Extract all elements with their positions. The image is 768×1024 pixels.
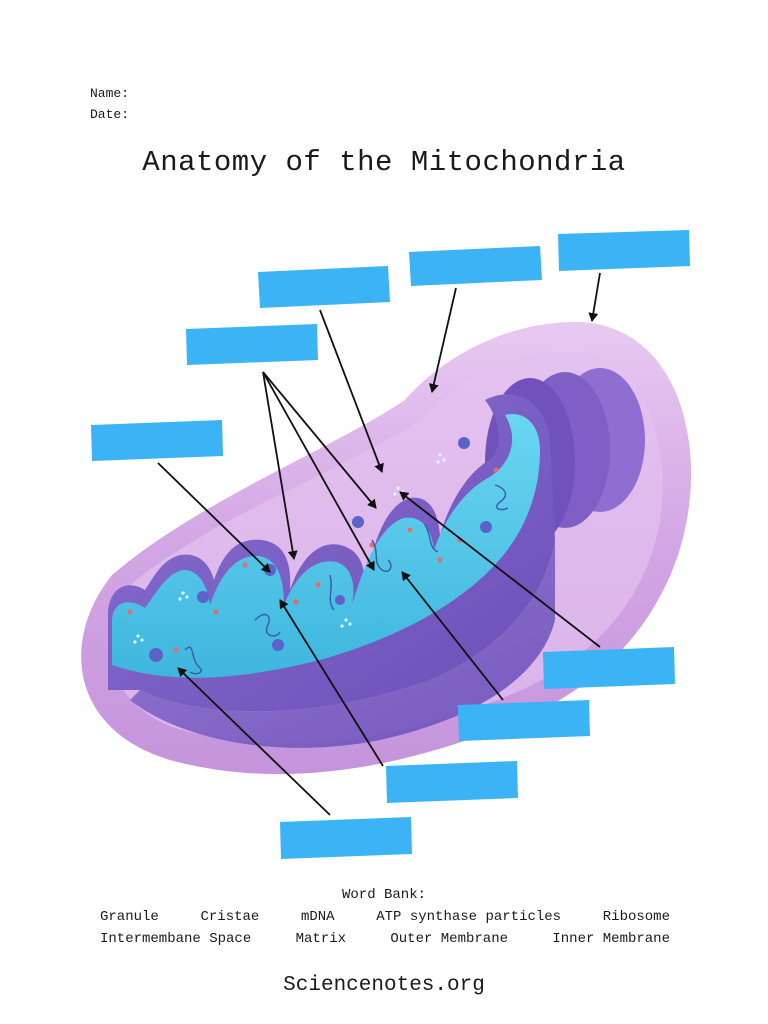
arrow bbox=[157, 462, 271, 573]
label-box-2[interactable] bbox=[409, 246, 542, 286]
mdna-strand bbox=[184, 646, 203, 675]
arrow bbox=[262, 371, 375, 571]
word-bank-term: Intermembane Space bbox=[100, 931, 252, 947]
word-bank-term: Inner Membrane bbox=[552, 931, 670, 947]
granule bbox=[335, 595, 345, 605]
mdna-strand bbox=[254, 613, 281, 637]
word-bank-term: Ribosome bbox=[602, 909, 670, 925]
ribosome bbox=[493, 467, 499, 473]
ribosome bbox=[173, 647, 179, 653]
pointer-arrows bbox=[157, 272, 601, 816]
ribosome bbox=[213, 609, 219, 615]
arrow bbox=[262, 371, 298, 560]
granule bbox=[352, 516, 364, 528]
granule bbox=[264, 564, 276, 576]
label-box-7[interactable] bbox=[458, 700, 590, 741]
atp-synthase-particles bbox=[133, 453, 446, 644]
word-bank-term: ATP synthase particles bbox=[376, 909, 562, 925]
arrow bbox=[401, 571, 504, 701]
label-box-3[interactable] bbox=[558, 230, 690, 271]
arrow bbox=[588, 272, 601, 322]
ribosome bbox=[242, 562, 248, 568]
footer-site: Sciencenotes.org bbox=[283, 974, 485, 997]
word-bank-row-1: Granule Cristae mDNA ATP synthase partic… bbox=[100, 909, 670, 925]
mdna-strand bbox=[329, 574, 335, 611]
arrow bbox=[319, 309, 384, 473]
label-box-6[interactable] bbox=[543, 647, 675, 689]
label-boxes[interactable] bbox=[91, 230, 690, 859]
mdna-strand bbox=[371, 539, 392, 572]
word-bank-term: Granule bbox=[100, 909, 159, 925]
arrow bbox=[279, 599, 384, 767]
granule bbox=[272, 639, 284, 651]
arrow bbox=[262, 371, 377, 509]
page-title: Anatomy of the Mitochondria bbox=[142, 146, 626, 179]
date-label: Date: bbox=[90, 107, 130, 122]
ribosome bbox=[315, 582, 321, 588]
arrow bbox=[428, 287, 457, 393]
ribosomes bbox=[127, 467, 499, 653]
label-box-4[interactable] bbox=[186, 324, 318, 365]
mdna-strand bbox=[424, 524, 439, 553]
granule bbox=[197, 591, 209, 603]
label-box-5[interactable] bbox=[91, 420, 223, 461]
label-box-9[interactable] bbox=[280, 817, 412, 859]
label-box-1[interactable] bbox=[258, 266, 390, 308]
ribosome bbox=[437, 557, 443, 563]
label-box-8[interactable] bbox=[386, 761, 518, 803]
word-bank-term: mDNA bbox=[300, 909, 335, 925]
word-bank-title: Word Bank: bbox=[341, 887, 426, 903]
word-bank-term: Cristae bbox=[200, 909, 260, 925]
arrow bbox=[177, 667, 331, 816]
name-label: Name: bbox=[90, 86, 130, 101]
ribosome bbox=[293, 599, 299, 605]
mdna bbox=[184, 484, 509, 675]
word-bank-term: Matrix bbox=[295, 931, 347, 947]
mdna-strand bbox=[494, 484, 509, 511]
granule bbox=[149, 648, 163, 662]
granule bbox=[480, 521, 492, 533]
word-bank-term: Outer Membrane bbox=[390, 931, 508, 947]
ribosome bbox=[407, 527, 413, 533]
arrow bbox=[399, 491, 601, 648]
granule bbox=[458, 437, 470, 449]
word-bank-row-2: Intermembane Space Matrix Outer Membrane… bbox=[100, 931, 670, 947]
ribosome bbox=[127, 609, 133, 615]
